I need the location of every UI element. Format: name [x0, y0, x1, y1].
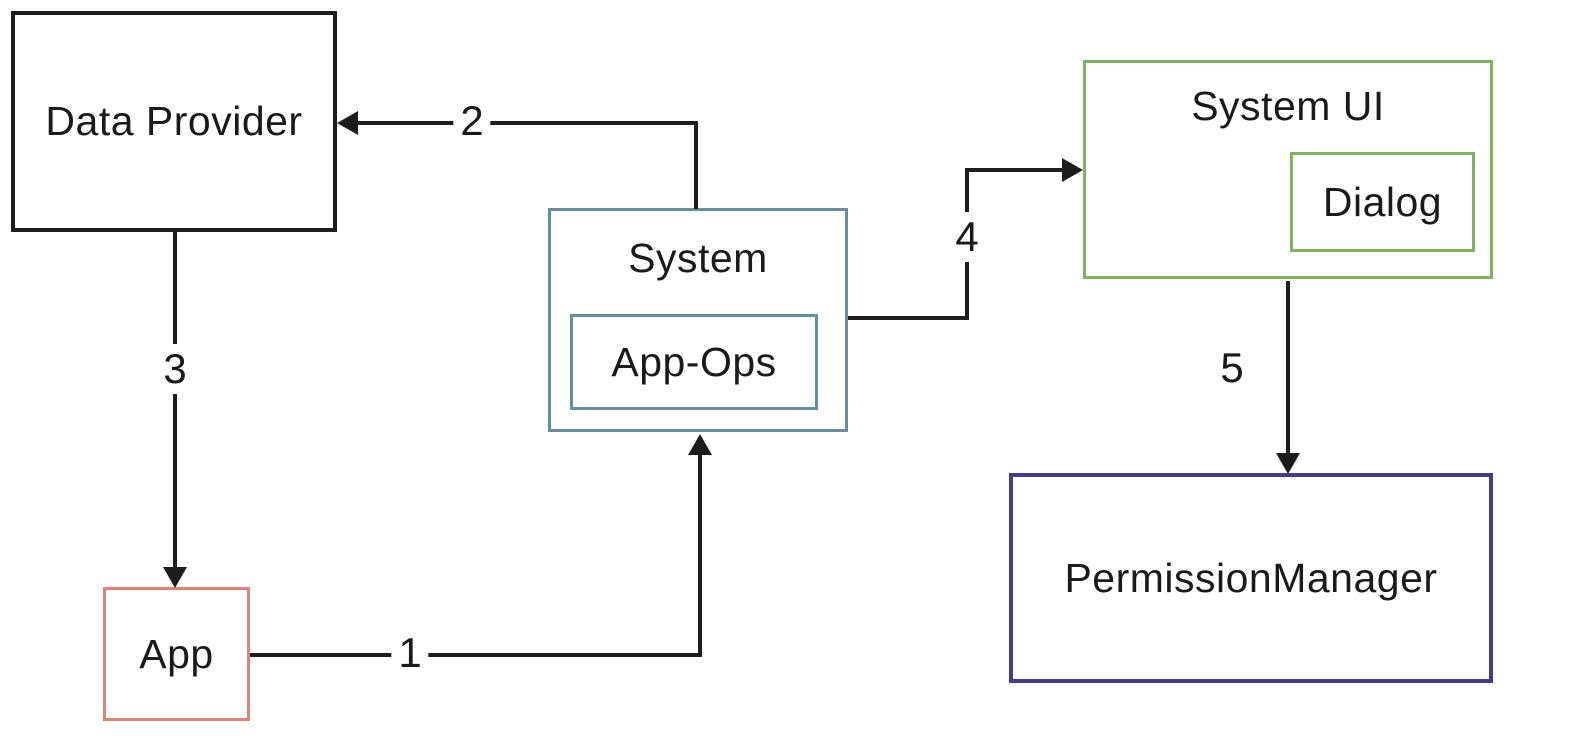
edge-1-arrowhead-up-icon	[688, 434, 712, 455]
node-dialog-label: Dialog	[1322, 178, 1443, 225]
edge-2-line-horizontal	[355, 121, 698, 125]
node-system-label: System	[628, 235, 768, 281]
edge-2-line-vertical	[694, 121, 698, 209]
node-permission-manager-label: PermissionManager	[1064, 554, 1438, 601]
edge-2-label: 2	[453, 96, 491, 146]
edge-4-line-horizontal-lower	[848, 316, 969, 320]
edge-5-line-vertical	[1286, 281, 1290, 457]
node-dialog: Dialog	[1290, 152, 1475, 252]
node-data-provider: Data Provider	[11, 11, 337, 232]
edge-4-line-horizontal-upper	[965, 168, 1065, 172]
edge-1-label: 1	[391, 628, 429, 678]
edge-3-arrowhead-down-icon	[163, 567, 187, 588]
edge-3-label: 3	[156, 344, 194, 394]
node-system: System App-Ops	[548, 208, 848, 432]
edge-4-label: 4	[948, 212, 986, 262]
edge-3-line-vertical	[173, 232, 177, 569]
node-permission-manager: PermissionManager	[1009, 473, 1493, 683]
node-app-ops: App-Ops	[570, 314, 818, 410]
edge-1-line-horizontal	[250, 653, 702, 657]
edge-4-arrowhead-right-icon	[1062, 158, 1083, 182]
edge-5-arrowhead-down-icon	[1276, 453, 1300, 474]
edge-5-label: 5	[1220, 344, 1244, 391]
node-data-provider-label: Data Provider	[45, 98, 303, 144]
node-system-ui-label: System UI	[1191, 83, 1385, 129]
node-app-ops-label: App-Ops	[611, 338, 777, 385]
node-system-ui: System UI Dialog	[1083, 60, 1493, 279]
edge-1-line-vertical	[698, 452, 702, 657]
edge-2-arrowhead-left-icon	[337, 111, 358, 135]
node-app: App	[103, 587, 250, 721]
node-app-label: App	[139, 630, 214, 677]
